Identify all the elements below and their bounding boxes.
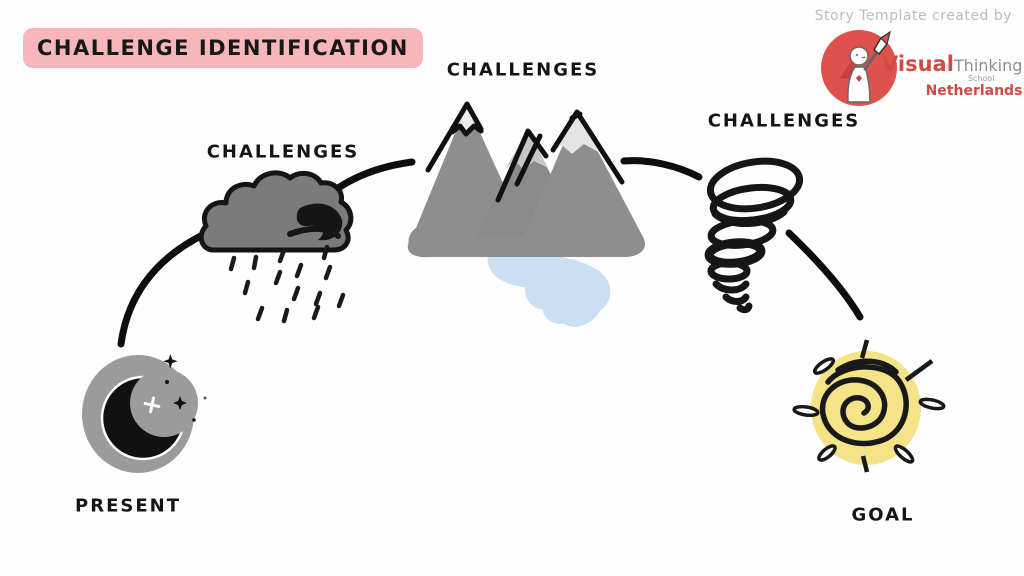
sun-rays — [792, 339, 946, 473]
mountains-river-icon — [407, 101, 645, 258]
logo-word-visual: Visual — [882, 52, 954, 76]
label-goal: GOAL — [851, 504, 915, 526]
logo: VisualThinking School Netherlands — [818, 24, 1022, 108]
arc-cloud-to-mountains — [327, 158, 416, 197]
label-challenges-mountains: CHALLENGES — [446, 59, 600, 81]
rain-drops — [228, 244, 346, 324]
arc-tornado-to-goal — [785, 229, 864, 321]
credit-text: Story Template created by — [814, 8, 1012, 24]
logo-mark-icon — [821, 30, 897, 106]
label-challenges-tornado: CHALLENGES — [707, 110, 861, 132]
sun-spiral — [819, 358, 909, 447]
tornado-icon — [704, 157, 804, 314]
moon-icon — [82, 354, 207, 473]
arc-mountains-to-tornado — [620, 157, 703, 181]
logo-text: VisualThinking School Netherlands — [882, 52, 1022, 99]
logo-word-school: School — [967, 74, 995, 83]
moon-stars — [143, 354, 207, 422]
logo-word-netherlands: Netherlands — [925, 83, 1023, 99]
page-title: CHALLENGE IDENTIFICATION — [23, 28, 423, 68]
sun-icon — [792, 339, 946, 473]
logo-word-thinking: Thinking — [953, 56, 1023, 75]
rain-cloud-icon — [198, 170, 354, 324]
label-challenges-cloud: CHALLENGES — [206, 141, 360, 163]
label-present: PRESENT — [75, 495, 181, 517]
